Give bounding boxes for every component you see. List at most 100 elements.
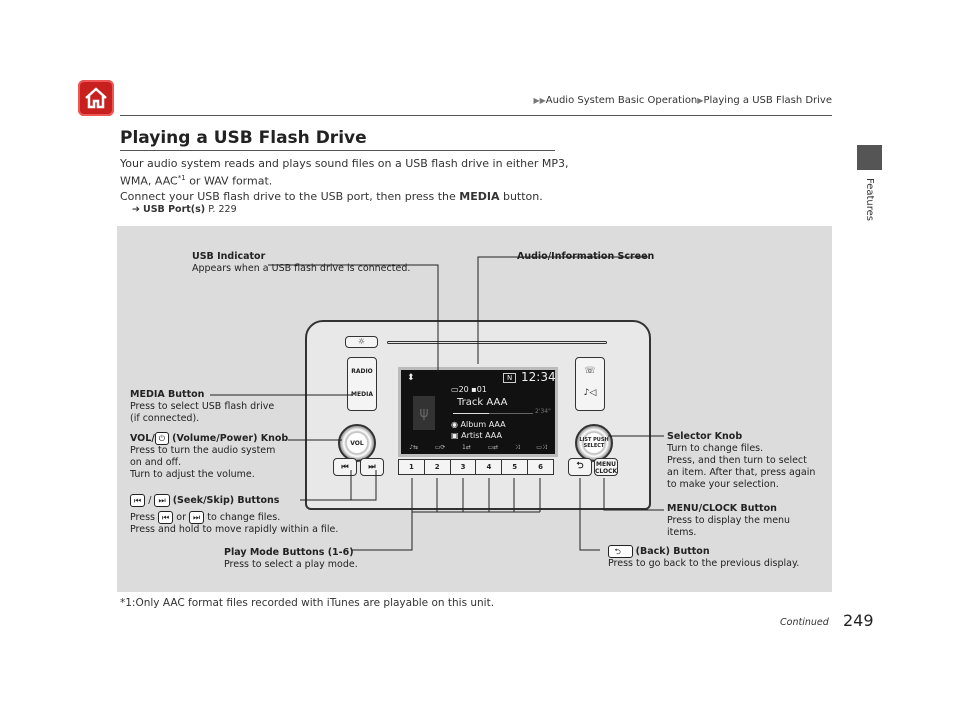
t: Connect your USB flash drive to the USB …	[120, 189, 460, 203]
seek-forward-icon: ⏭	[154, 494, 170, 507]
section-tab[interactable]	[857, 145, 882, 170]
t: button.	[499, 189, 543, 203]
callout-screen: Audio/Information Screen	[517, 251, 654, 263]
intro-line: WMA, AAC*1 or WAV format.	[120, 171, 569, 189]
callout-desc: Appears when a USB flash drive is connec…	[192, 263, 411, 274]
preset-button-6[interactable]: 6	[538, 463, 543, 471]
footnote: *1:Only AAC format files recorded with i…	[120, 597, 495, 609]
back-icon: ⮌	[608, 545, 633, 558]
preset-buttons: 1 2 3 4 5 6	[398, 459, 554, 475]
callout-desc: Turn to change files.	[667, 443, 764, 454]
phone-icon[interactable]: ☏	[584, 366, 596, 376]
album: Album AAA	[460, 420, 506, 429]
radio-button[interactable]: RADIO	[351, 368, 373, 375]
callout-title: (Volume/Power) Knob	[172, 433, 289, 444]
intro-line: Your audio system reads and plays sound …	[120, 157, 569, 170]
phone-buttons: ☏ ♪◁	[575, 357, 605, 411]
artist-row: ▣ Artist AAA	[451, 431, 502, 440]
arrow-icon: ➔	[132, 204, 143, 215]
cd-slot	[387, 341, 607, 344]
callout-title: Play Mode Buttons (1-6)	[224, 547, 354, 558]
brightness-button[interactable]: ☼	[345, 336, 378, 348]
back-button[interactable]: ⮌	[568, 458, 592, 476]
callout-title: Audio/Information Screen	[517, 251, 655, 262]
seek-forward-button[interactable]: ⏭	[360, 458, 384, 476]
usb-indicator-icon: ⬍	[407, 373, 415, 383]
t: MEDIA	[459, 189, 500, 203]
callout-desc: to make your selection.	[667, 479, 779, 490]
callout-desc: to change files.	[207, 512, 281, 523]
callout-desc: an item. After that, press again	[667, 467, 816, 478]
callout-desc: Press to turn the audio system	[130, 445, 276, 456]
continued-label: Continued	[780, 617, 829, 628]
callout-desc: items.	[667, 527, 697, 538]
callout-seek: ⏮ / ⏭ (Seek/Skip) Buttons Press ⏮ or ⏭ t…	[130, 494, 339, 535]
breadcrumb-item: Playing a USB Flash Drive	[703, 95, 832, 106]
seek-forward-icon: ⏭	[189, 511, 205, 524]
ref-label: USB Port(s)	[142, 204, 206, 215]
callout-title: (Seek/Skip) Buttons	[172, 495, 280, 506]
voice-icon[interactable]: ♪◁	[583, 388, 597, 398]
media-button[interactable]: MEDIA	[351, 391, 373, 398]
track-number: 01	[476, 385, 487, 394]
callout-desc: Turn to adjust the volume.	[130, 469, 255, 480]
callout-desc: (if connected).	[130, 413, 200, 424]
usb-icon: ψ	[413, 396, 435, 430]
breadcrumb-item[interactable]: Audio System Basic Operation	[545, 95, 698, 106]
play-mode-icons: ♪⇆▭⟳1⇄▭⇄⤨▭⤨	[409, 444, 547, 451]
callout-title: USB Indicator	[192, 251, 266, 262]
intro-text: Your audio system reads and plays sound …	[120, 156, 569, 204]
callout-title: VOL/	[130, 433, 155, 444]
callout-title: (Back) Button	[635, 546, 710, 557]
page-number: 249	[843, 611, 874, 630]
t: or WAV format.	[185, 174, 273, 188]
intro-line: Connect your USB flash drive to the USB …	[120, 189, 569, 204]
divider	[120, 115, 832, 116]
callout-desc: Press to select USB flash drive	[130, 401, 275, 412]
preset-button-1[interactable]: 1	[399, 460, 425, 474]
callout-desc: Press to select a play mode.	[224, 559, 358, 570]
preset-button-3[interactable]: 3	[451, 460, 477, 474]
folder-number: 20	[458, 385, 469, 394]
track-title: Track AAA	[457, 397, 508, 408]
callout-desc: Press to go back to the previous display…	[608, 558, 800, 569]
seek-back-icon: ⏮	[130, 494, 146, 507]
footnote-ref: *1	[177, 174, 186, 182]
volume-knob[interactable]: VOL	[338, 424, 376, 462]
section-label: Features	[864, 178, 875, 221]
t: WMA, AAC	[120, 174, 178, 188]
reference-link[interactable]: ➔ USB Port(s) P. 229	[132, 204, 237, 215]
select-label: LIST PUSH SELECT	[579, 437, 609, 449]
seek-back-icon: ⏮	[158, 511, 174, 524]
home-button[interactable]	[78, 80, 114, 116]
callout-play-mode: Play Mode Buttons (1-6)Press to select a…	[224, 547, 358, 571]
divider	[120, 150, 555, 151]
home-icon	[85, 87, 107, 109]
ref-page: P. 229	[208, 204, 237, 215]
preset-button-5[interactable]: 5	[502, 460, 529, 474]
page-title: Playing a USB Flash Drive	[120, 128, 367, 148]
callout-desc: Press and hold to move rapidly within a …	[130, 524, 339, 535]
callout-desc: on and off.	[130, 457, 182, 468]
callout-desc: Press, and then turn to select	[667, 455, 807, 466]
callout-desc: Press to display the menu	[667, 515, 791, 526]
callout-title: MENU/CLOCK Button	[667, 503, 777, 514]
elapsed-time: 2'34"	[535, 408, 551, 415]
callout-title: MEDIA Button	[130, 389, 205, 400]
breadcrumb: ▶▶Audio System Basic Operation▶Playing a…	[533, 95, 832, 106]
vol-label: VOL	[350, 439, 364, 447]
clock-label: CLOCK	[595, 468, 618, 475]
artist: Artist AAA	[461, 431, 502, 440]
preset-button-2[interactable]: 2	[425, 460, 451, 474]
folder-track: ▭20 ▪01	[451, 385, 487, 394]
callout-desc: Press	[130, 512, 156, 523]
mode-indicator: N	[503, 373, 517, 383]
preset-button-4[interactable]: 4	[476, 460, 503, 474]
clock-display: 12:34	[521, 370, 556, 384]
